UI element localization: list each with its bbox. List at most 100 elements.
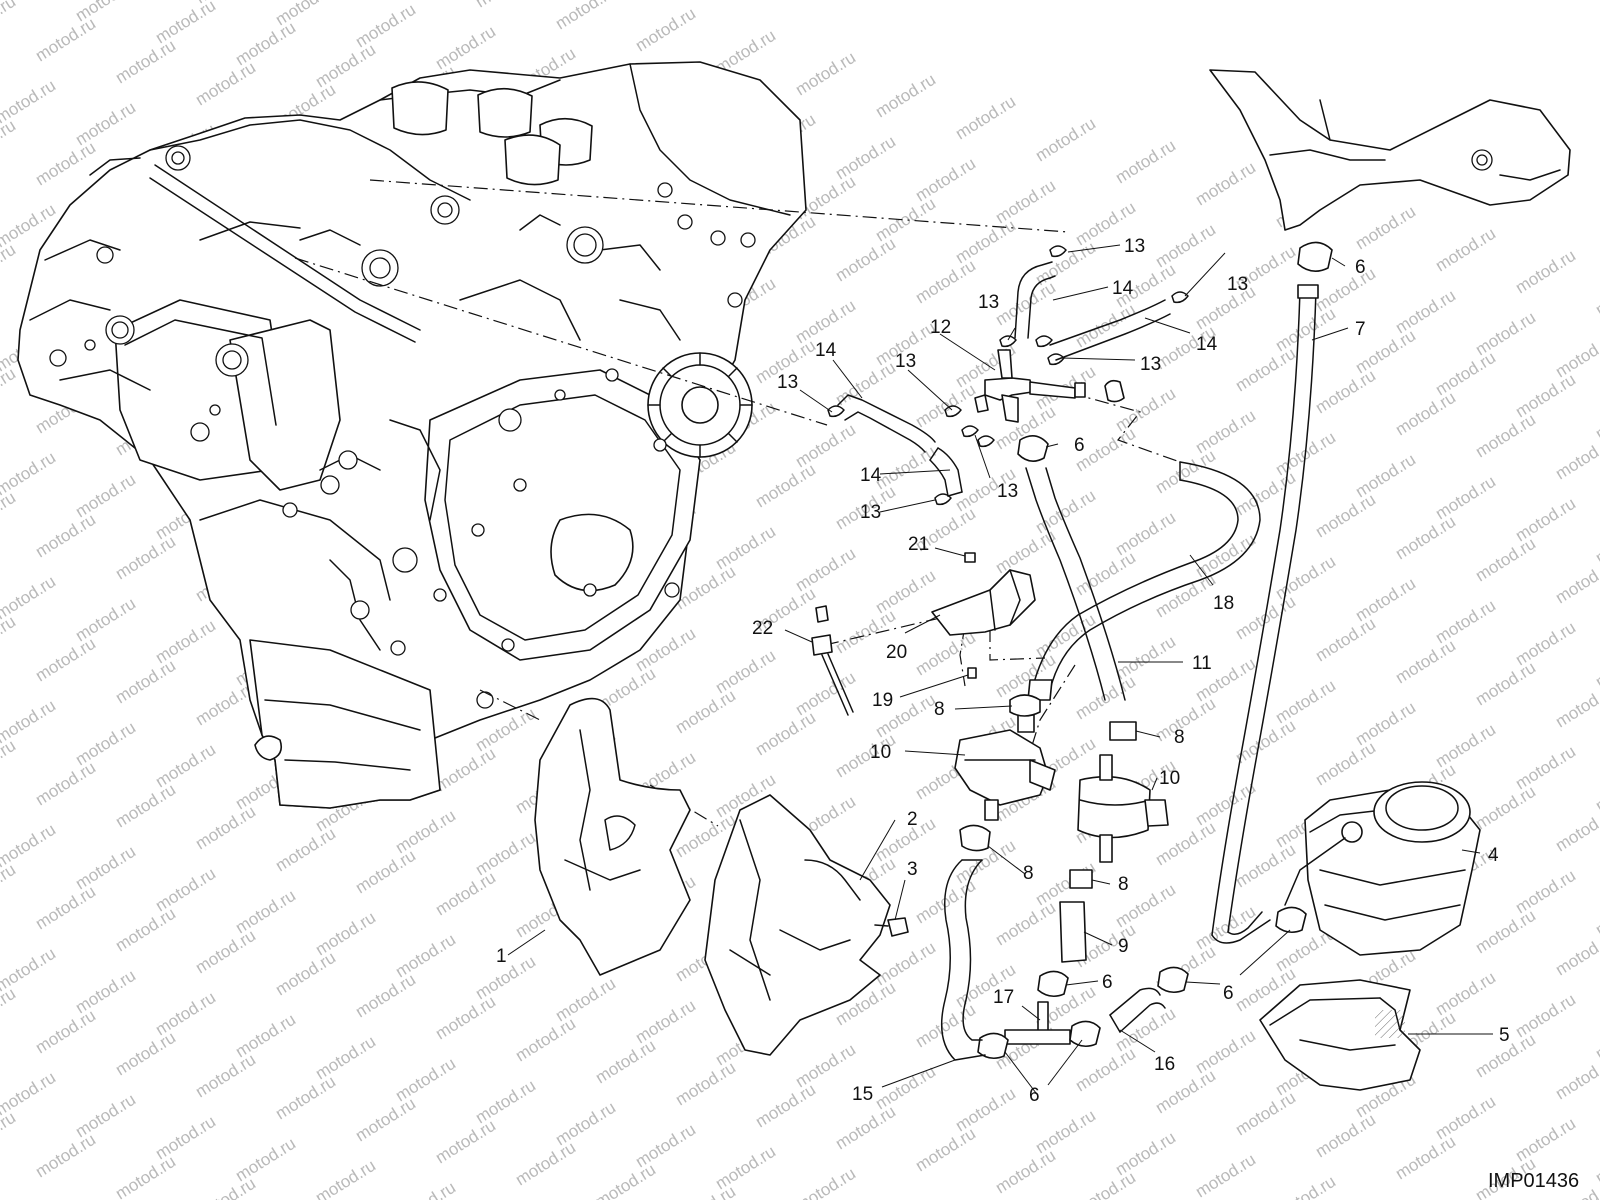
heat-shields <box>534 697 909 1056</box>
watermark-text: motod.ru <box>1552 556 1600 608</box>
watermark-text: motod.ru <box>1232 1088 1299 1140</box>
watermark-text: motod.ru <box>432 868 499 920</box>
callout-12: 12 <box>930 317 951 338</box>
watermark-text: motod.ru <box>1112 136 1179 188</box>
callout-11: 11 <box>1192 653 1212 674</box>
watermark-text: motod.ru <box>392 1178 459 1200</box>
watermark-text: motod.ru <box>32 510 99 562</box>
watermark-text: motod.ru <box>592 1036 659 1088</box>
watermark-text: motod.ru <box>352 970 419 1022</box>
watermark-text: motod.ru <box>752 1080 819 1132</box>
watermark-text: motod.ru <box>592 1160 659 1200</box>
watermark-text: motod.ru <box>272 1072 339 1124</box>
watermark-text: motod.ru <box>352 846 419 898</box>
callout-13: 13 <box>1227 274 1248 295</box>
watermark-text: motod.ru <box>912 380 979 432</box>
watermark-text: motod.ru <box>1232 716 1299 768</box>
watermark-text: motod.ru <box>32 1130 99 1182</box>
watermark-text: motod.ru <box>1072 1044 1139 1096</box>
watermark-text: motod.ru <box>1392 388 1459 440</box>
watermark-text: motod.ru <box>1512 246 1579 298</box>
watermark-text: motod.ru <box>1312 1110 1379 1162</box>
callout-10: 10 <box>870 742 891 763</box>
callout-18: 18 <box>1213 593 1234 614</box>
watermark-text: motod.ru <box>952 92 1019 144</box>
watermark-text: motod.ru <box>1592 1012 1600 1064</box>
watermark-text: motod.ru <box>1552 432 1600 484</box>
callout-7: 7 <box>1355 319 1366 340</box>
watermark-text: motod.ru <box>1152 446 1219 498</box>
watermark-text: motod.ru <box>1592 764 1600 816</box>
callout-6: 6 <box>1029 1085 1040 1106</box>
watermark-text: motod.ru <box>192 1174 259 1200</box>
watermark-text: motod.ru <box>1072 672 1139 724</box>
watermark-text: motod.ru <box>1552 330 1600 382</box>
watermark-text: motod.ru <box>0 488 19 540</box>
watermark-text: motod.ru <box>472 0 539 11</box>
watermark-text: motod.ru <box>1192 1150 1259 1200</box>
watermark-text: motod.ru <box>352 1094 419 1146</box>
watermark-text: motod.ru <box>992 1146 1059 1198</box>
watermark-text: motod.ru <box>32 634 99 686</box>
callout-6: 6 <box>1102 972 1113 993</box>
watermark-text: motod.ru <box>512 1138 579 1190</box>
watermark-text: motod.ru <box>552 0 619 33</box>
watermark-text: motod.ru <box>1312 366 1379 418</box>
watermark-text: motod.ru <box>0 612 19 664</box>
callout-13: 13 <box>997 481 1018 502</box>
watermark-text: motod.ru <box>192 58 259 110</box>
callout-13: 13 <box>1140 354 1161 375</box>
callout-14: 14 <box>815 340 837 361</box>
watermark-text: motod.ru <box>1472 906 1539 958</box>
watermark-text: motod.ru <box>752 708 819 760</box>
watermark-text: motod.ru <box>1232 468 1299 520</box>
watermark-text: motod.ru <box>912 256 979 308</box>
callout-8: 8 <box>1118 874 1129 895</box>
watermark-text: motod.ru <box>672 1058 739 1110</box>
watermark-text: motod.ru <box>992 898 1059 950</box>
callout-13: 13 <box>895 351 916 372</box>
watermark-text: motod.ru <box>992 278 1059 330</box>
callout-13: 13 <box>777 372 798 393</box>
watermark-text: motod.ru <box>1472 658 1539 710</box>
watermark-text: motod.ru <box>1392 1132 1459 1184</box>
callout-10: 10 <box>1159 768 1180 789</box>
callout-leaders <box>507 244 1493 1094</box>
watermark-text: motod.ru <box>1592 1136 1600 1188</box>
watermark-text: motod.ru <box>632 4 699 56</box>
callout-22: 22 <box>752 618 773 639</box>
callout-13: 13 <box>1124 236 1145 257</box>
watermark-text: motod.ru <box>872 70 939 122</box>
watermark-text: motod.ru <box>32 758 99 810</box>
callout-2: 2 <box>907 809 918 830</box>
callout-16: 16 <box>1154 1054 1175 1075</box>
watermark-text: motod.ru <box>0 364 19 416</box>
watermark-text: motod.ru <box>1552 928 1600 980</box>
watermark-text: motod.ru <box>1552 1052 1600 1104</box>
watermark-text: motod.ru <box>512 1014 579 1066</box>
watermark-text: motod.ru <box>0 240 19 292</box>
watermark-text: motod.ru <box>1072 1168 1139 1200</box>
watermark-text: motod.ru <box>1312 490 1379 542</box>
watermark-text: motod.ru <box>192 802 259 854</box>
callout-labels: 13 14 13 14 13 13 12 13 14 13 6 13 14 13… <box>496 236 1510 1106</box>
watermark-text: motod.ru <box>1592 640 1600 692</box>
watermark-text: motod.ru <box>272 824 339 876</box>
watermark-text: motod.ru <box>0 0 19 43</box>
watermark-text: motod.ru <box>752 460 819 512</box>
watermark-text: motod.ru <box>0 1108 19 1160</box>
callout-6: 6 <box>1223 983 1234 1004</box>
watermark-text: motod.ru <box>1552 680 1600 732</box>
callout-19: 19 <box>872 690 893 711</box>
watermark-text: motod.ru <box>912 1000 979 1052</box>
watermark-text: motod.ru <box>1392 512 1459 564</box>
watermark-text: motod.ru <box>1592 268 1600 320</box>
watermark-text: motod.ru <box>112 904 179 956</box>
watermark-text: motod.ru <box>192 1050 259 1102</box>
callout-15: 15 <box>852 1084 873 1105</box>
callout-14: 14 <box>1112 278 1134 299</box>
watermark-text: motod.ru <box>112 1028 179 1080</box>
callout-6: 6 <box>1074 435 1085 456</box>
